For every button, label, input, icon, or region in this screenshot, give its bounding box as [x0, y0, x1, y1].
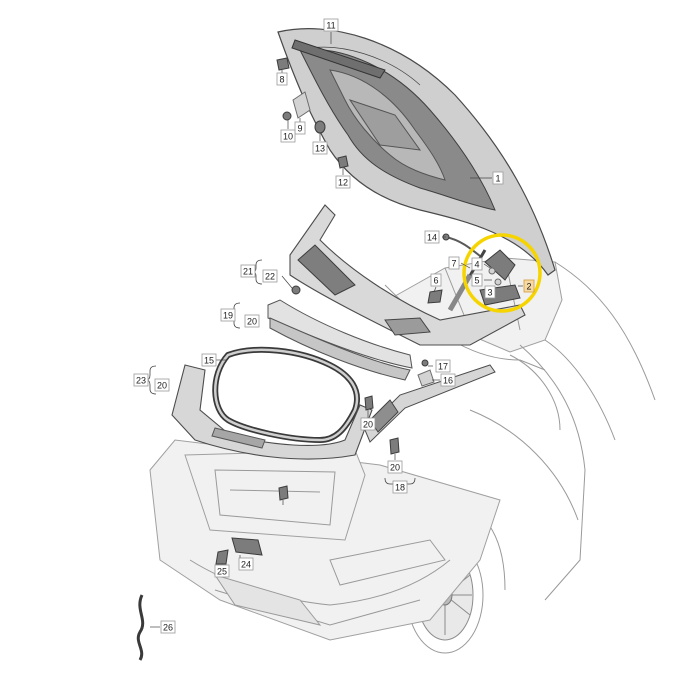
callout-number: 16: [443, 375, 453, 385]
callout-number: 23: [136, 375, 146, 385]
callout-number: 15: [204, 355, 214, 365]
callout-box: [160, 620, 176, 634]
water-deflector: [267, 299, 413, 381]
callout-21: 21: [240, 264, 256, 278]
callout-box: [262, 269, 278, 283]
callout-9: 9: [294, 121, 306, 135]
highlight-ring: [462, 233, 542, 313]
callout-1: 1: [492, 171, 504, 185]
callout-box: [387, 460, 403, 474]
callout-number: 6: [433, 275, 438, 285]
callout-20c: 20: [360, 417, 376, 431]
leader-lines: [150, 32, 523, 628]
callout-2: 2: [523, 279, 535, 293]
callout-box: [154, 378, 170, 392]
callout-number: 22: [265, 271, 275, 281]
callout-8: 8: [276, 72, 288, 86]
cowl-panel: [289, 204, 526, 346]
callout-number: 11: [326, 20, 335, 30]
callout-number: 20: [390, 462, 400, 472]
hood-panel: [277, 28, 556, 276]
callout-20b: 20: [154, 378, 170, 392]
callout-box: [133, 373, 149, 387]
callout-number: 17: [438, 361, 448, 371]
callout-box: [238, 557, 254, 571]
callout-5: 5: [471, 273, 483, 287]
callout-box: [280, 129, 296, 143]
front-trim-panel: [171, 364, 373, 460]
callout-box: [276, 72, 288, 86]
callout-17: 17: [435, 359, 451, 373]
callout-26: 26: [160, 620, 176, 634]
callout-18: 18: [392, 480, 408, 494]
callout-4: 4: [471, 257, 483, 271]
callout-number: 19: [223, 310, 233, 320]
callout-number: 5: [474, 275, 479, 285]
callout-20a: 20: [244, 314, 260, 328]
callout-box: [435, 359, 451, 373]
callout-box: [244, 314, 260, 328]
callout-box: [240, 264, 256, 278]
callout-box: [392, 480, 408, 494]
callout-number: 20: [363, 419, 373, 429]
callout-box: [335, 175, 351, 189]
callout-15: 15: [201, 353, 217, 367]
callout-number: 14: [427, 232, 437, 242]
callout-11: 11: [323, 18, 339, 32]
callout-number: 25: [217, 566, 227, 576]
callout-12: 12: [335, 175, 351, 189]
callout-number: 7: [451, 258, 456, 268]
callout-box: [294, 121, 306, 135]
callout-16: 16: [440, 373, 456, 387]
callout-number: 9: [297, 123, 302, 133]
callout-14: 14: [424, 230, 440, 244]
callout-number: 24: [241, 559, 251, 569]
callout-box: [484, 285, 496, 299]
callout-box: [440, 373, 456, 387]
callout-number: 10: [283, 131, 293, 141]
callout-box: [201, 353, 217, 367]
callout-25: 25: [214, 564, 230, 578]
callout-box: [214, 564, 230, 578]
callout-number: 3: [487, 287, 492, 297]
callout-23: 23: [133, 373, 149, 387]
callout-7: 7: [448, 256, 460, 270]
callout-box: [471, 257, 483, 271]
callout-19: 19: [220, 308, 236, 322]
callout-box: [523, 279, 535, 293]
callout-number: 13: [315, 143, 325, 153]
callout-20d: 20: [387, 460, 403, 474]
callout-number: 4: [474, 259, 479, 269]
callout-3: 3: [484, 285, 496, 299]
callout-6: 6: [430, 273, 442, 287]
callout-number: 2: [526, 281, 531, 291]
callout-number: 8: [279, 74, 284, 84]
callout-number: 18: [395, 482, 405, 492]
callout-22: 22: [262, 269, 278, 283]
callout-24: 24: [238, 557, 254, 571]
callout-number: 21: [243, 266, 253, 276]
callout-13: 13: [312, 141, 328, 155]
callout-box: [312, 141, 328, 155]
callout-number: 12: [338, 177, 348, 187]
callout-10: 10: [280, 129, 296, 143]
callout-box: [448, 256, 460, 270]
callout-box: [492, 171, 504, 185]
callout-box: [424, 230, 440, 244]
callout-box: [323, 18, 339, 32]
callout-number: 1: [495, 173, 500, 183]
callout-box: [430, 273, 442, 287]
callout-number: 20: [157, 380, 167, 390]
car-body: [149, 257, 656, 654]
callout-number: 20: [247, 316, 257, 326]
callout-box: [220, 308, 236, 322]
callout-box: [360, 417, 376, 431]
callout-number: 26: [163, 622, 173, 632]
callout-box: [471, 273, 483, 287]
frunk-seal: [212, 346, 360, 443]
